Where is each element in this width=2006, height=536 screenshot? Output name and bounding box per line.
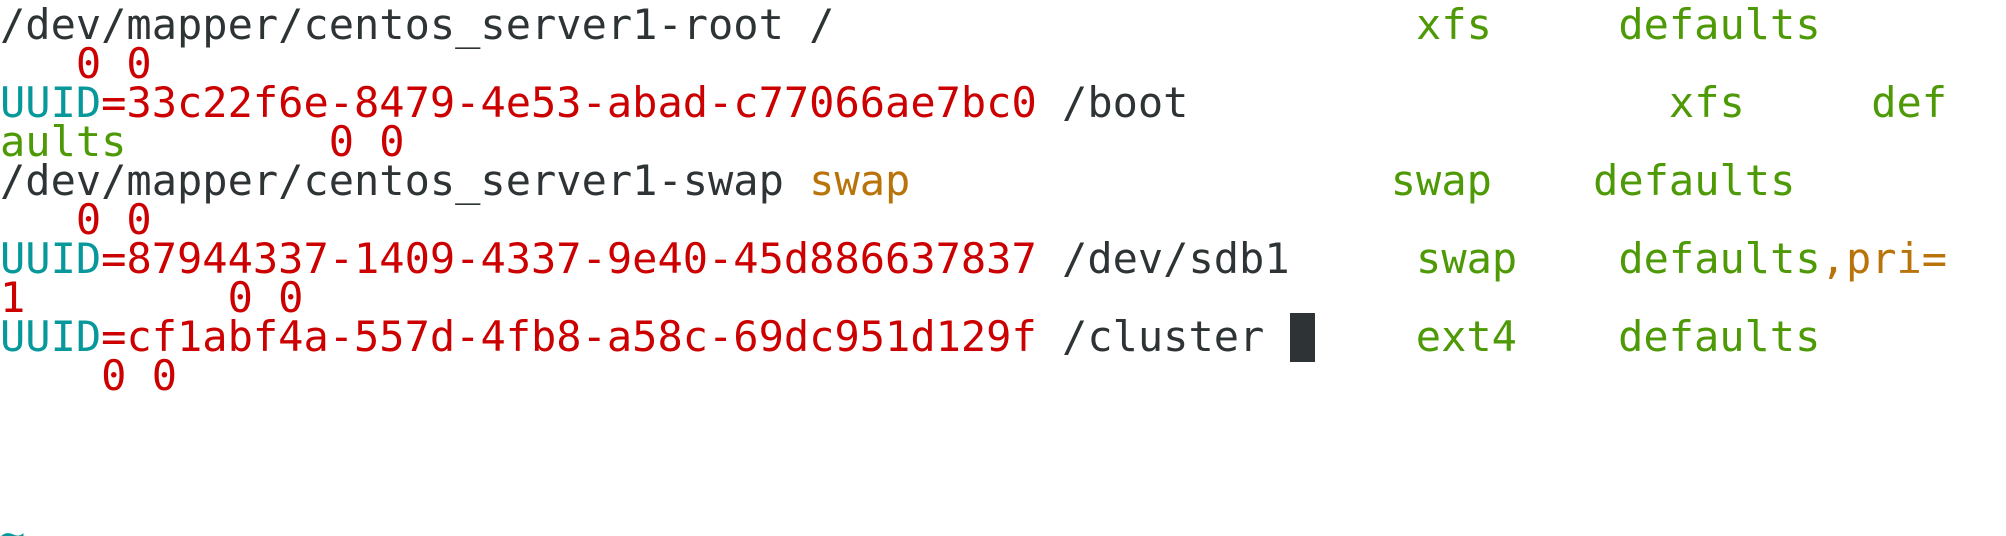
line-segment: defaults [1593,156,1796,205]
text-cursor [1289,313,1315,362]
line-segment: /dev/sdb1 [1036,234,1417,283]
line-segment: xfs [1416,0,1492,49]
line-segment: /boot [1036,78,1669,127]
fstab-line: 0 0 [0,39,152,89]
fstab-line: aults 0 0 [0,117,405,167]
fstab-line: /dev/mapper/centos_server1-root / xfs de… [0,0,1821,50]
line-segment [910,156,1390,205]
line-segment [1517,234,1618,283]
line-segment [1745,78,1871,127]
line-segment [1492,156,1593,205]
fstab-line: 0 0 [0,195,152,245]
line-segment: =33c22f6e-8479-4e53-abad-c77066ae7bc0 [101,78,1037,127]
line-segment: 0 0 [75,39,152,88]
line-segment [0,351,101,400]
line-segment: /dev/mapper/centos_server1-swap [0,156,810,205]
fstab-line: UUID=87944337-1409-4337-9e40-45d88663783… [0,234,1947,284]
line-segment: ext4 [1415,312,1517,361]
fstab-line: 0 0 [0,351,177,401]
line-segment: xfs [1668,78,1745,127]
line-segment: /dev/mapper/centos_server1-root / [0,0,1417,49]
fstab-line: UUID=33c22f6e-8479-4e53-abad-c77066ae7bc… [0,78,1947,128]
line-segment [1315,312,1416,361]
line-segment: =87944337-1409-4337-9e40-45d886637837 [101,234,1037,283]
line-segment: defaults [1618,234,1821,283]
line-segment: swap [809,156,911,205]
fstab-line: UUID=cf1abf4a-557d-4fb8-a58c-69dc951d129… [0,312,1820,362]
line-segment: 0 0 [101,351,178,400]
line-segment: /cluster [1036,312,1290,361]
line-segment: 0 0 [328,117,405,166]
fstab-line: /dev/mapper/centos_server1-swap swap swa… [0,156,1795,206]
line-segment: UUID [0,78,102,127]
line-segment: def [1871,78,1948,127]
line-segment: swap [1390,156,1492,205]
line-segment: 0 0 [75,195,152,244]
line-segment [1492,0,1618,49]
line-segment: 0 0 [227,273,304,322]
line-segment: =cf1abf4a-557d-4fb8-a58c-69dc951d129f [101,312,1037,361]
line-segment: swap [1416,234,1518,283]
line-segment: defaults [1618,0,1821,49]
line-segment: aults [0,117,127,166]
line-segment: defaults [1618,312,1821,361]
line-segment: UUID [0,234,102,283]
fstab-line: 1 0 0 [0,273,303,323]
line-segment: UUID [0,312,102,361]
line-segment: ,pri= [1820,234,1948,283]
line-segment: 1 [0,273,26,322]
empty-line-tilde: ~ [0,510,26,536]
line-segment [1517,312,1618,361]
